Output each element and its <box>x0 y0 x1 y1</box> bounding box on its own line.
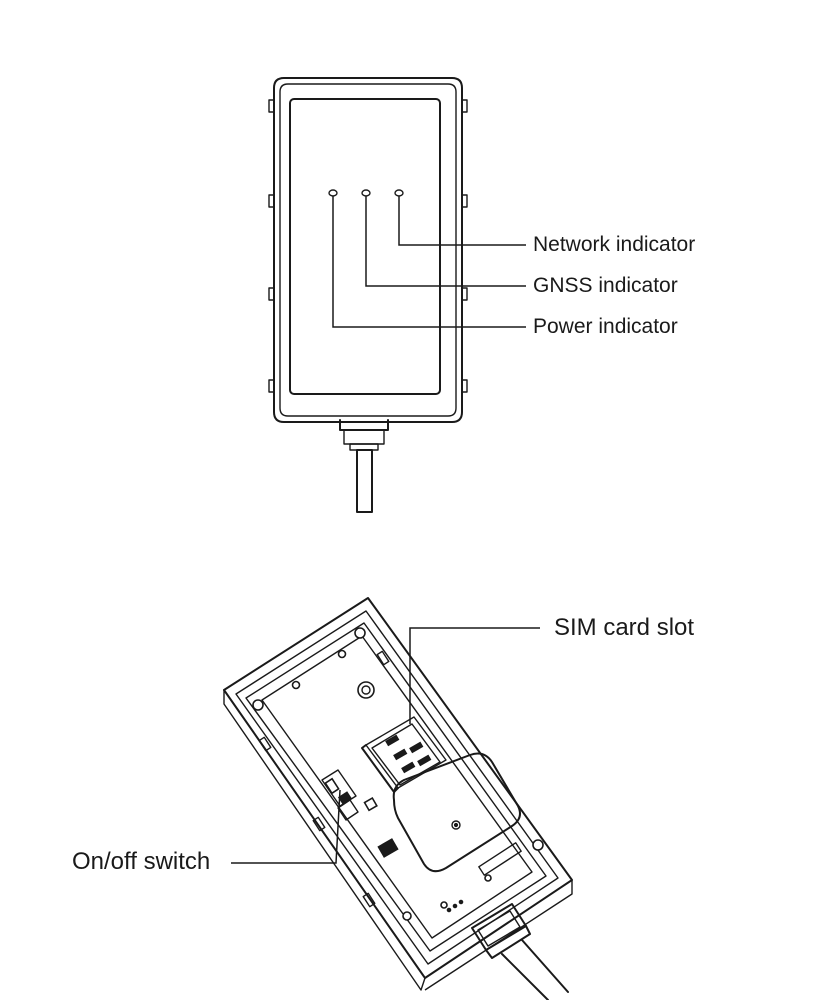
front-panel <box>289 98 441 395</box>
screw-3 <box>291 680 301 690</box>
side-clip-left-2 <box>268 194 275 208</box>
pin-1 <box>446 907 452 913</box>
side-clip-right-2 <box>461 194 468 208</box>
network-led <box>394 189 404 197</box>
power-indicator-label: Power indicator <box>533 315 678 338</box>
bottom-connector-block <box>471 903 527 951</box>
gnss-led <box>361 189 371 197</box>
power-led <box>328 189 338 197</box>
side-clip-right-3 <box>461 287 468 301</box>
open-clip-3 <box>362 892 376 908</box>
open-case-inner-rim <box>245 622 547 952</box>
sim-leader-line <box>409 627 540 724</box>
pin-3 <box>458 899 464 905</box>
screw-1 <box>252 699 264 711</box>
on-off-switch-label: On/off switch <box>72 848 211 875</box>
pin-2 <box>452 903 458 909</box>
open-cable <box>501 939 569 1000</box>
gnss-indicator-label: GNSS indicator <box>533 274 678 297</box>
open-device <box>223 597 573 1000</box>
open-clip-1 <box>258 736 272 752</box>
open-case-side-right <box>424 880 573 991</box>
side-clip-right-4 <box>461 379 468 393</box>
chip-dark <box>377 838 399 858</box>
gnss-antenna-feed <box>451 820 461 830</box>
gnss-antenna-feed-dot <box>453 822 459 828</box>
network-indicator-label: Network indicator <box>533 233 696 256</box>
gnss-leader-line <box>365 196 526 287</box>
screw-2 <box>354 627 366 639</box>
sim-card-slot-label: SIM card slot <box>554 614 695 641</box>
side-clip-left-1 <box>268 99 275 113</box>
sim-card-holder <box>361 716 447 793</box>
on-off-switch <box>321 769 359 821</box>
switch-leader-line <box>231 789 341 864</box>
open-case-side-left <box>223 690 426 991</box>
bottom-connector-inner <box>477 910 521 947</box>
closed-device <box>268 77 526 513</box>
side-clip-left-4 <box>268 379 275 393</box>
cable-gland-nut <box>343 429 385 445</box>
screw-7 <box>440 901 448 909</box>
device-housing-inner <box>279 83 457 417</box>
round-component <box>357 681 375 699</box>
screw-6 <box>532 839 544 851</box>
screw-5 <box>402 911 412 921</box>
cable <box>356 449 373 513</box>
side-clip-right-1 <box>461 99 468 113</box>
chip-small <box>363 796 378 812</box>
pcb-board <box>261 635 533 939</box>
device-housing-outer <box>273 77 463 423</box>
round-component-inner <box>361 685 371 695</box>
side-clip-left-3 <box>268 287 275 301</box>
open-case-rim <box>235 610 559 965</box>
open-clip-4 <box>376 650 390 666</box>
network-leader-line <box>398 196 526 246</box>
open-cable-gland <box>485 925 531 959</box>
connector-strip <box>478 842 522 876</box>
screw-4 <box>337 649 347 659</box>
gnss-antenna <box>392 752 521 873</box>
power-leader-line <box>332 196 526 328</box>
screw-8 <box>484 874 492 882</box>
open-clip-2 <box>312 816 326 832</box>
